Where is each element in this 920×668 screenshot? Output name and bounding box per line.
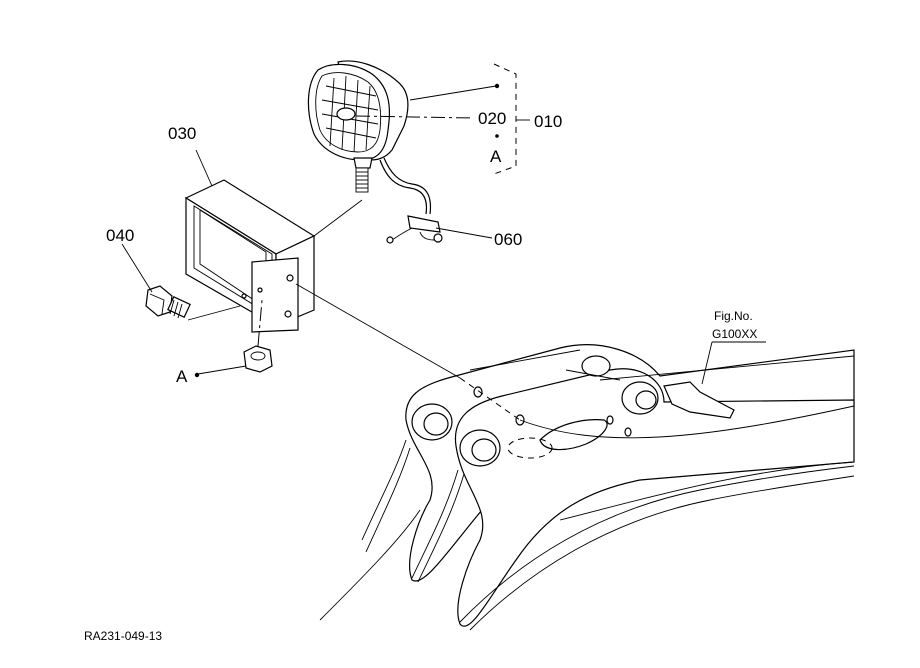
part-label-040: 040: [106, 226, 134, 245]
boom-structure: [319, 344, 855, 631]
part-label-010: 010: [534, 112, 562, 131]
work-light-lamp: [307, 60, 432, 215]
nut: [243, 345, 273, 373]
part-label-060: 060: [494, 230, 522, 249]
fig-number: G100XX: [712, 327, 757, 341]
fig-no-label: Fig.No.: [714, 309, 753, 323]
bolt: [145, 285, 191, 319]
drawing-code: RA231-049-13: [84, 629, 162, 643]
wire-connector: [386, 215, 443, 244]
part-label-030: 030: [168, 124, 196, 143]
ref-label-a-left: A: [176, 367, 188, 386]
part-label-020: 020: [478, 109, 506, 128]
leader-lines: [121, 63, 766, 421]
ref-label-a-top: A: [490, 147, 502, 166]
light-bracket: [184, 179, 316, 333]
